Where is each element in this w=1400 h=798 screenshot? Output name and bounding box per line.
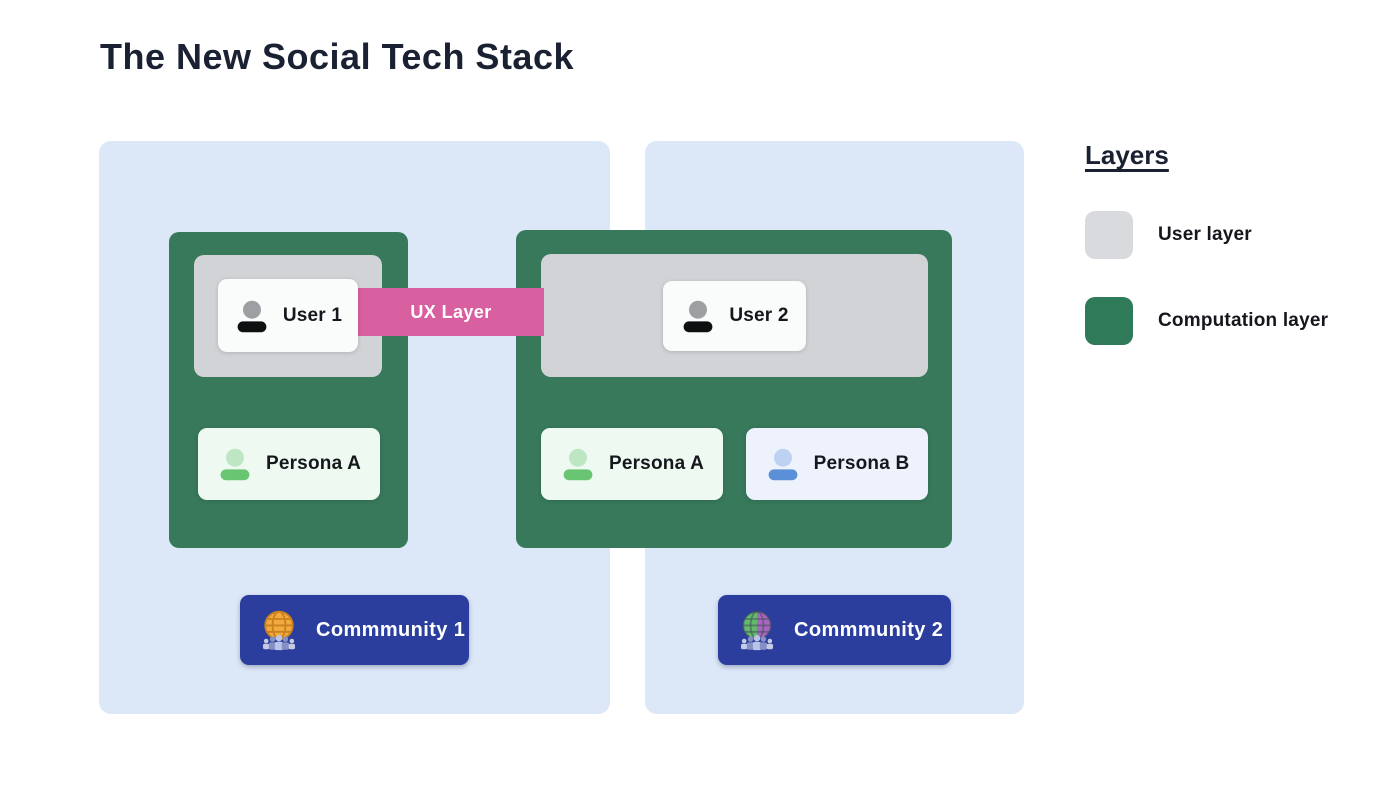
persona-a-icon	[220, 448, 250, 481]
ux-layer-label: UX Layer	[410, 301, 492, 322]
globe-community-icon	[262, 610, 296, 651]
globe-community-icon	[740, 610, 774, 651]
user-2-card: User 2	[663, 281, 806, 351]
user-icon	[237, 300, 267, 332]
community-1-button: Commmunity 1	[240, 595, 469, 665]
user-icon	[683, 300, 713, 333]
legend-title: Layers	[1085, 140, 1169, 170]
computation-layer-swatch	[1085, 297, 1133, 345]
persona-a-label: Persona A	[608, 453, 705, 474]
legend-label-computation-layer: Computation layer	[1158, 310, 1329, 331]
people-group	[740, 635, 774, 651]
persona-b-label: Persona B	[813, 453, 910, 474]
persona-a-card-2: Persona A	[541, 428, 723, 500]
community-1-button-label: Commmunity 1	[316, 618, 466, 641]
persona-a-icon	[563, 448, 593, 481]
persona-b-card: Persona B	[746, 428, 928, 500]
community-2-button: Commmunity 2	[718, 595, 951, 665]
community-2-button-label: Commmunity 2	[794, 618, 944, 641]
persona-a-label: Persona A	[265, 453, 362, 474]
persona-a-card-1: Persona A	[198, 428, 380, 500]
user-layer-swatch	[1085, 211, 1133, 259]
user-1-card: User 1	[218, 279, 358, 352]
legend-label-user-layer: User layer	[1158, 224, 1252, 245]
legend-item-user-layer: User layer	[1085, 211, 1252, 259]
page-title: The New Social Tech Stack	[100, 36, 574, 77]
persona-b-icon	[768, 448, 798, 481]
ux-layer-band: UX Layer	[358, 288, 544, 336]
user-2-label: User 2	[729, 305, 789, 326]
legend-item-computation-layer: Computation layer	[1085, 297, 1328, 345]
user-1-label: User 1	[282, 304, 343, 326]
people-group	[262, 635, 296, 651]
